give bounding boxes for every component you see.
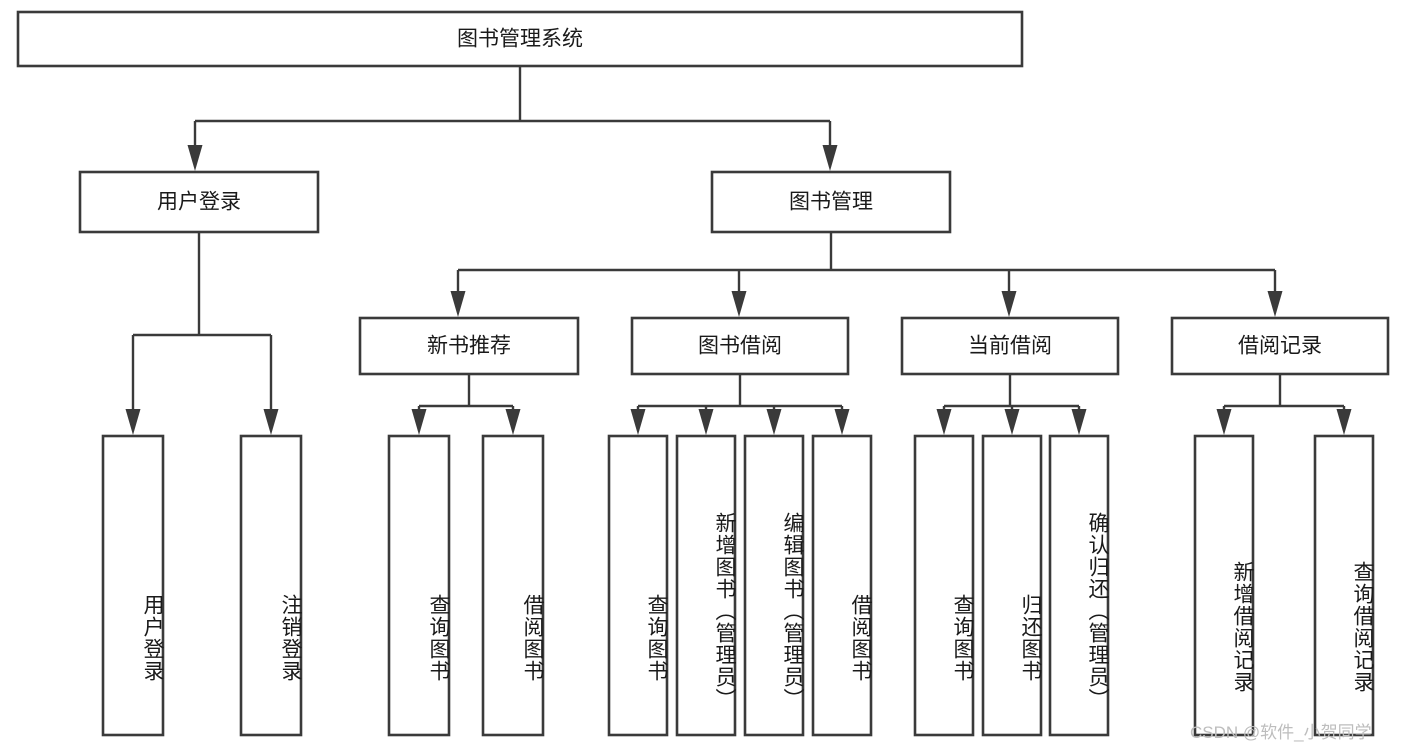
node-label-borrow-record: 借阅记录 (1238, 335, 1322, 358)
node-box-borrow-record[interactable] (1170, 316, 1390, 376)
connector-layer (125, 66, 1352, 435)
node-box-book-borrow[interactable] (630, 316, 850, 376)
arrow-head-icon (187, 145, 203, 171)
arrow-head-icon (263, 409, 279, 435)
watermark-text: CSDN @软件_小贺同学 (1190, 723, 1372, 742)
node-box-leaf-user-login[interactable] (101, 434, 165, 737)
node-label-book-manage: 图书管理 (789, 191, 873, 214)
node-box-layer (16, 10, 1390, 737)
node-box-new-book-rec[interactable] (358, 316, 580, 376)
node-box-current-borrow[interactable] (900, 316, 1120, 376)
node-box-book-manage[interactable] (710, 170, 952, 234)
node-box-leaf-query-record[interactable] (1313, 434, 1375, 737)
arrow-head-icon (834, 409, 850, 435)
node-box-root[interactable] (16, 10, 1024, 68)
arrow-head-icon (411, 409, 427, 435)
node-box-leaf-confirm-return[interactable] (1048, 434, 1110, 737)
arrow-head-icon (766, 409, 782, 435)
node-label-current-borrow: 当前借阅 (968, 335, 1052, 358)
arrow-head-icon (1071, 409, 1087, 435)
node-box-leaf-query-book-3[interactable] (913, 434, 975, 737)
connector-current-borrow (936, 374, 1087, 435)
node-box-leaf-query-book-1[interactable] (387, 434, 451, 737)
connector-borrow-record (1216, 374, 1352, 435)
connector-book-borrow (630, 374, 850, 435)
arrow-head-icon (936, 409, 952, 435)
node-label-book-borrow: 图书借阅 (698, 335, 782, 358)
arrow-head-icon (822, 145, 838, 171)
node-box-leaf-add-record[interactable] (1193, 434, 1255, 737)
arrow-head-icon (125, 409, 141, 435)
node-box-leaf-borrow-book-1[interactable] (481, 434, 545, 737)
arrow-head-icon (1001, 291, 1017, 317)
arrow-head-icon (1004, 409, 1020, 435)
node-label-new-book-rec: 新书推荐 (427, 335, 511, 358)
node-box-leaf-edit-book[interactable] (743, 434, 805, 737)
connector-book-manage (450, 232, 1283, 317)
arrow-head-icon (450, 291, 466, 317)
arrow-head-icon (1267, 291, 1283, 317)
connector-new-book-rec (411, 374, 521, 435)
node-box-leaf-user-logout[interactable] (239, 434, 303, 737)
arrow-head-icon (630, 409, 646, 435)
node-box-leaf-return-book[interactable] (981, 434, 1043, 737)
arrow-head-icon (1216, 409, 1232, 435)
node-box-leaf-query-book-2[interactable] (607, 434, 669, 737)
node-box-leaf-borrow-book-2[interactable] (811, 434, 873, 737)
node-box-user-login[interactable] (78, 170, 320, 234)
arrow-head-icon (731, 291, 747, 317)
arrow-head-icon (698, 409, 714, 435)
node-label-user-login: 用户登录 (157, 191, 241, 214)
node-box-leaf-add-book[interactable] (675, 434, 737, 737)
connector-user-login (125, 232, 279, 435)
arrow-head-icon (505, 409, 521, 435)
arrow-head-icon (1336, 409, 1352, 435)
connector-root (187, 66, 838, 171)
node-label-root: 图书管理系统 (457, 28, 583, 51)
